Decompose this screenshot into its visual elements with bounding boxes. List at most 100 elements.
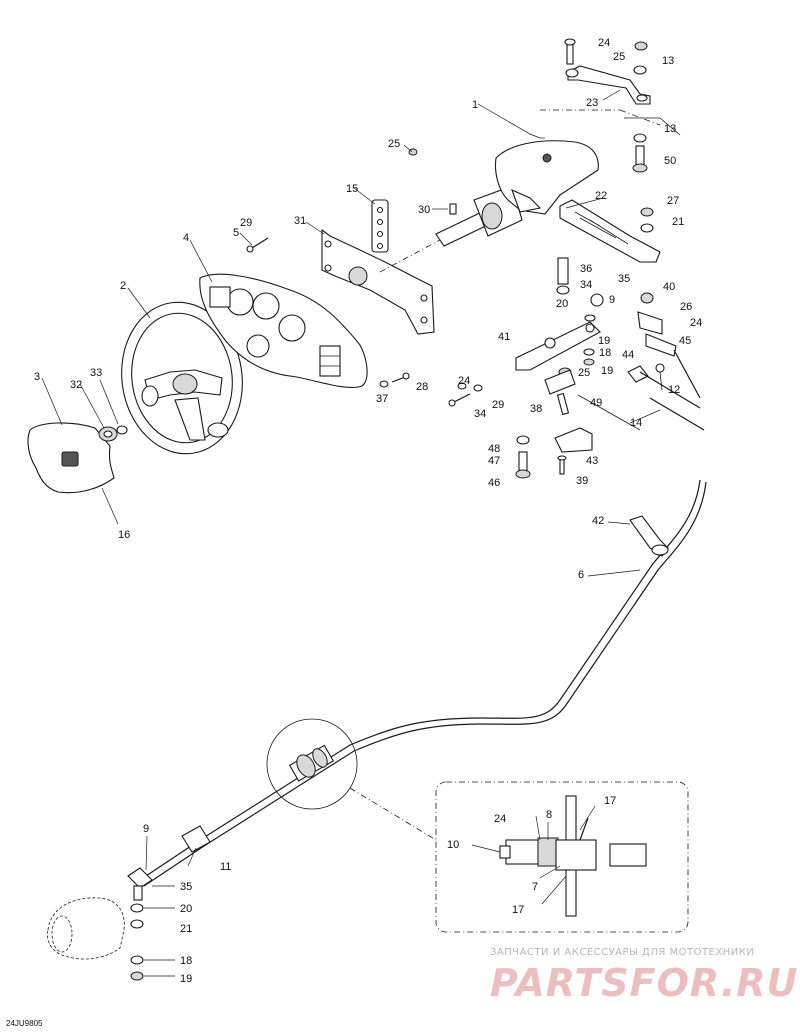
hw-18-upper	[583, 348, 595, 356]
pin-49	[556, 392, 570, 416]
hw-lower-18	[130, 955, 144, 965]
magnify-circle	[266, 718, 437, 841]
callout-18-upper: 18	[599, 347, 611, 359]
guide-42	[629, 515, 669, 557]
callout-28: 28	[416, 381, 428, 393]
callout-37: 37	[376, 393, 388, 405]
dash-panel	[199, 273, 368, 388]
link-12	[655, 363, 665, 391]
nut-25-left	[408, 148, 418, 156]
callout-50: 50	[664, 155, 676, 167]
hw-20-upper	[584, 314, 596, 322]
callout-29-left: 29	[240, 217, 252, 229]
screw-29-left	[246, 237, 269, 253]
hw-26	[637, 311, 663, 335]
callout-6: 6	[578, 569, 584, 581]
hw-34	[556, 285, 570, 295]
callout-10: 10	[447, 839, 459, 851]
callout-22: 22	[595, 190, 607, 202]
bracket-31	[321, 228, 435, 335]
callout-24-top: 24	[598, 37, 610, 49]
leader-lines	[41, 89, 661, 977]
callout-32: 32	[70, 379, 82, 391]
callout-20-lower: 20	[180, 903, 192, 915]
watermark-tagline: ЗАПЧАСТИ И АКСЕССУАРЫ ДЛЯ МОТОТЕХНИКИ	[490, 947, 754, 958]
callout-2: 2	[120, 280, 126, 292]
callout-48: 48	[488, 443, 500, 455]
callout-25-left: 25	[388, 138, 400, 150]
callout-20-upper: 20	[556, 298, 568, 310]
reference-code: 24JU9805	[6, 1019, 43, 1028]
nut-25-top	[634, 41, 648, 51]
callout-43: 43	[586, 455, 598, 467]
callout-23: 23	[586, 97, 598, 109]
bracket-22	[559, 199, 661, 263]
ball-joint-35	[127, 867, 153, 901]
callout-25-top: 25	[613, 51, 625, 63]
hw-45	[645, 333, 701, 399]
washer-13	[633, 133, 647, 143]
bolt-46	[515, 451, 531, 479]
hw-lower-19	[130, 971, 144, 981]
lever-38	[544, 369, 576, 395]
callout-15: 15	[346, 183, 358, 195]
washer-33	[116, 425, 128, 435]
callout-24-left: 24	[458, 375, 470, 387]
bracket-43	[554, 394, 641, 453]
steering-wheel	[121, 301, 243, 455]
callout-17-bottom: 17	[512, 904, 524, 916]
watermark-brand: PARTSFOR.RU	[490, 961, 798, 1005]
steering-pad	[27, 422, 115, 494]
plate-15	[371, 199, 389, 253]
hw-19-upper	[583, 358, 595, 366]
callout-25-mid: 25	[578, 367, 590, 379]
callout-42: 42	[592, 515, 604, 527]
callout-34-upper: 34	[580, 279, 592, 291]
cable-sleeve-11	[181, 825, 211, 853]
callout-7: 7	[532, 881, 538, 893]
callout-5: 5	[233, 227, 239, 239]
callout-9-lower: 9	[143, 823, 149, 835]
nut-32	[98, 426, 118, 442]
callout-12: 12	[668, 384, 680, 396]
helm-assembly	[494, 140, 599, 215]
link-44	[627, 365, 701, 409]
callout-49: 49	[590, 397, 602, 409]
bolt-top	[564, 38, 576, 65]
callout-24-right: 24	[690, 317, 702, 329]
callout-36: 36	[580, 263, 592, 275]
callout-19-mid: 19	[598, 335, 610, 347]
callout-38: 38	[530, 403, 542, 415]
callout-47: 47	[488, 455, 500, 467]
callout-29-right: 29	[492, 399, 504, 411]
callout-33: 33	[90, 367, 102, 379]
callout-18-lower: 18	[180, 955, 192, 967]
hw-27	[640, 207, 654, 217]
nut-24-left	[457, 382, 467, 390]
bolt-50	[632, 145, 648, 173]
callout-40: 40	[663, 281, 675, 293]
callout-46: 46	[488, 477, 500, 489]
detail-inset	[435, 781, 689, 933]
callout-26: 26	[680, 301, 692, 313]
callout-14: 14	[630, 417, 642, 429]
arm-41	[515, 321, 601, 371]
callout-3: 3	[34, 371, 40, 383]
callout-30: 30	[418, 204, 430, 216]
callout-labels: 1 2 3 4 5 6 7 8 9 9 10 11 12 13 13 14 15…	[34, 37, 702, 985]
clip-30	[449, 203, 457, 215]
callout-9-upper: 9	[609, 294, 615, 306]
hw-lower-20	[130, 903, 144, 913]
callout-11: 11	[220, 861, 231, 873]
callout-17-top: 17	[604, 795, 616, 807]
watermark: ЗАПЧАСТИ И АКСЕССУАРЫ ДЛЯ МОТОТЕХНИКИ PA…	[490, 947, 798, 1005]
callout-45: 45	[679, 335, 691, 347]
hw-9-upper	[590, 293, 604, 307]
steering-cable	[139, 479, 707, 887]
pad-emblem	[61, 451, 79, 467]
callout-16: 16	[118, 529, 130, 541]
callout-35-lower: 35	[180, 881, 192, 893]
callout-19-upper: 19	[601, 365, 613, 377]
steering-shaft	[379, 185, 523, 273]
